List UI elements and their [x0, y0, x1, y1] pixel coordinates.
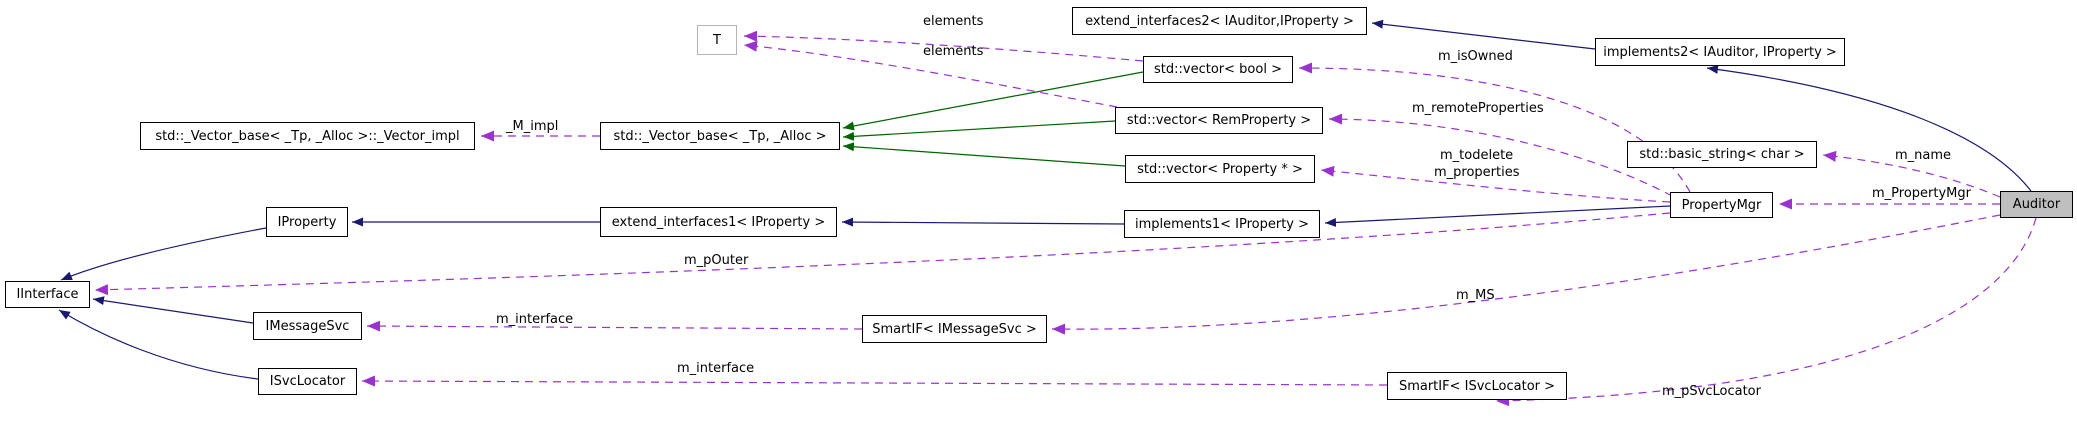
node-vector-base[interactable]: std::_Vector_base< _Tp, _Alloc >	[600, 122, 840, 150]
edge-propertymgr-implements1	[1324, 205, 1671, 227]
node-auditor-current: Auditor	[2000, 191, 2073, 218]
edge-label-m-todelete: m_todelete	[1440, 148, 1514, 163]
edge-label-m-propertymgr: m_PropertyMgr	[1872, 186, 1971, 201]
node-smartif-imessagesvc[interactable]: SmartIF< IMessageSvc >	[862, 315, 1047, 343]
edge-label-m-name: m_name	[1895, 148, 1952, 163]
edge-label-elements-remproperty: elements	[923, 44, 984, 59]
edge-propertymgr-vector-bool	[1298, 62, 1691, 193]
edge-label-m-interface-svc: m_interface	[677, 361, 755, 376]
node-isvclocator[interactable]: ISvcLocator	[258, 368, 357, 395]
edge-label-m-pouter: m_pOuter	[684, 253, 749, 268]
edge-propertymgr-vector-remproperty	[1328, 113, 1673, 197]
edge-smartif-imessagesvc-imessagesvc	[366, 320, 863, 332]
edge-auditor-implements2	[1706, 64, 2032, 192]
edge-label-m-isowned: m_isOwned	[1438, 49, 1513, 64]
edge-imessagesvc-iinterface	[92, 296, 254, 324]
edge-auditor-basic-string	[1822, 150, 2001, 198]
node-propertymgr[interactable]: PropertyMgr	[1670, 192, 1773, 218]
edge-isvclocator-iinterface	[58, 309, 259, 380]
edge-propertymgr-vector-property-ptr	[1320, 165, 1671, 203]
edge-label-m-remoteproperties: m_remoteProperties	[1412, 101, 1544, 116]
node-template-param-t: T	[697, 25, 737, 55]
edge-label-elements-bool: elements	[923, 14, 984, 29]
node-iproperty[interactable]: IProperty	[266, 207, 348, 237]
edge-vector-property-ptr-vector-base	[842, 142, 1126, 167]
node-basic-string[interactable]: std::basic_string< char >	[1627, 141, 1817, 168]
node-imessagesvc[interactable]: IMessageSvc	[253, 312, 362, 340]
node-vector-bool[interactable]: std::vector< bool >	[1143, 56, 1293, 83]
node-implements1[interactable]: implements1< IProperty >	[1124, 210, 1320, 238]
node-implements2[interactable]: implements2< IAuditor, IProperty >	[1595, 38, 1845, 66]
edge-auditor-smartif-isvclocator	[1495, 217, 2037, 407]
edge-label-m-impl: _M_impl	[506, 119, 559, 134]
node-iinterface[interactable]: IInterface	[5, 281, 90, 308]
edge-smartif-isvclocator-isvclocator	[361, 375, 1388, 387]
node-extend-interfaces2[interactable]: extend_interfaces2< IAuditor,IProperty >	[1072, 7, 1367, 35]
edge-label-m-ms: m_MS	[1456, 288, 1495, 303]
edge-vector-bool-vector-base	[842, 71, 1144, 131]
edge-implements1-extend-interfaces1	[841, 217, 1125, 227]
node-smartif-isvclocator[interactable]: SmartIF< ISvcLocator >	[1387, 372, 1567, 400]
edge-label-m-properties: m_properties	[1434, 165, 1520, 180]
edge-implements2-extend-interfaces2	[1371, 19, 1596, 50]
edge-auditor-smartif-imessagesvc	[1051, 214, 2001, 335]
edge-iproperty-iinterface	[60, 227, 267, 281]
edge-label-m-psvclocator: m_pSvcLocator	[1662, 384, 1761, 399]
edge-vector-bool-t-elements	[743, 30, 1144, 62]
node-vector-base-impl[interactable]: std::_Vector_base< _Tp, _Alloc >::_Vecto…	[140, 122, 475, 150]
node-vector-property-ptr[interactable]: std::vector< Property * >	[1125, 155, 1315, 183]
edge-label-m-interface-msg: m_interface	[496, 312, 574, 327]
edge-vector-remproperty-vector-base	[842, 120, 1116, 141]
node-extend-interfaces1[interactable]: extend_interfaces1< IProperty >	[600, 207, 837, 237]
edge-propertymgr-iinterface	[94, 212, 1671, 296]
node-vector-remproperty[interactable]: std::vector< RemProperty >	[1115, 107, 1323, 134]
